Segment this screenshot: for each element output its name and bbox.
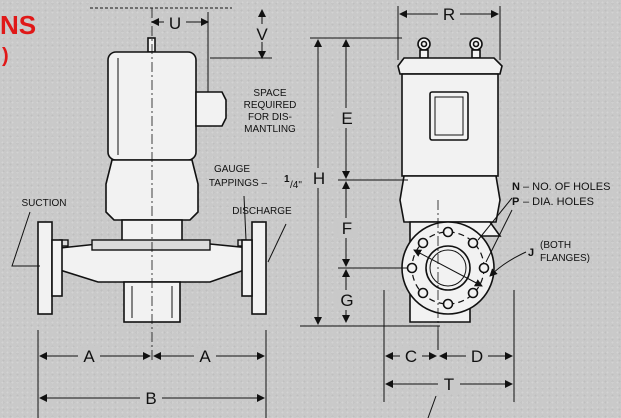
- gauge-size-denominator: /4": [290, 180, 302, 191]
- suction-flange: [37, 221, 53, 315]
- dim-A-left-label: A: [83, 347, 95, 366]
- note-N-text: – NO. OF HOLES: [523, 181, 610, 193]
- nameplate: [429, 91, 469, 141]
- dim-T-label: T: [444, 375, 454, 394]
- note-J-line1: (BOTH: [540, 240, 571, 251]
- side-view: [37, 8, 267, 360]
- front-adapter: [399, 175, 501, 223]
- note-J-line2: FLANGES): [540, 253, 590, 264]
- discharge-label: DISCHARGE: [232, 206, 292, 217]
- discharge-flange: [251, 221, 267, 315]
- dim-R-label: R: [443, 5, 455, 24]
- motor-top-cap: [397, 57, 503, 75]
- dim-D-label: D: [471, 347, 483, 366]
- space-note-line3: FOR DIS-: [248, 112, 292, 123]
- dim-V-label: V: [256, 25, 268, 44]
- note-J-letter: J: [528, 247, 534, 259]
- subtitle-fragment: ): [2, 45, 9, 67]
- note-N-letter: N: [512, 181, 520, 193]
- gauge-size-numerator: 1: [284, 174, 290, 185]
- dim-C-label: C: [405, 347, 417, 366]
- front-view: [397, 37, 503, 330]
- suction-label: SUCTION: [22, 198, 67, 209]
- dim-U-label: U: [169, 14, 181, 33]
- note-P-letter: P: [512, 196, 519, 208]
- shaft-tip: [147, 37, 156, 53]
- note-P-text: – DIA. HOLES: [523, 196, 594, 208]
- gauge-note-line2: TAPPINGS –: [209, 178, 268, 189]
- dim-F-label: F: [342, 219, 352, 238]
- dim-G-label: G: [340, 291, 353, 310]
- space-note-line4: MANTLING: [244, 124, 296, 135]
- dim-E-label: E: [341, 109, 352, 128]
- title-fragment: NS: [0, 10, 36, 40]
- gauge-note-line1: GAUGE: [214, 164, 250, 175]
- dim-B-label: B: [145, 389, 156, 408]
- dim-H-label: H: [313, 169, 325, 188]
- junction-box: [195, 91, 227, 127]
- space-note-line1: SPACE: [253, 88, 286, 99]
- casing-flange: [91, 239, 211, 251]
- dim-A-right-label: A: [199, 347, 211, 366]
- space-note-line2: REQUIRED: [244, 100, 297, 111]
